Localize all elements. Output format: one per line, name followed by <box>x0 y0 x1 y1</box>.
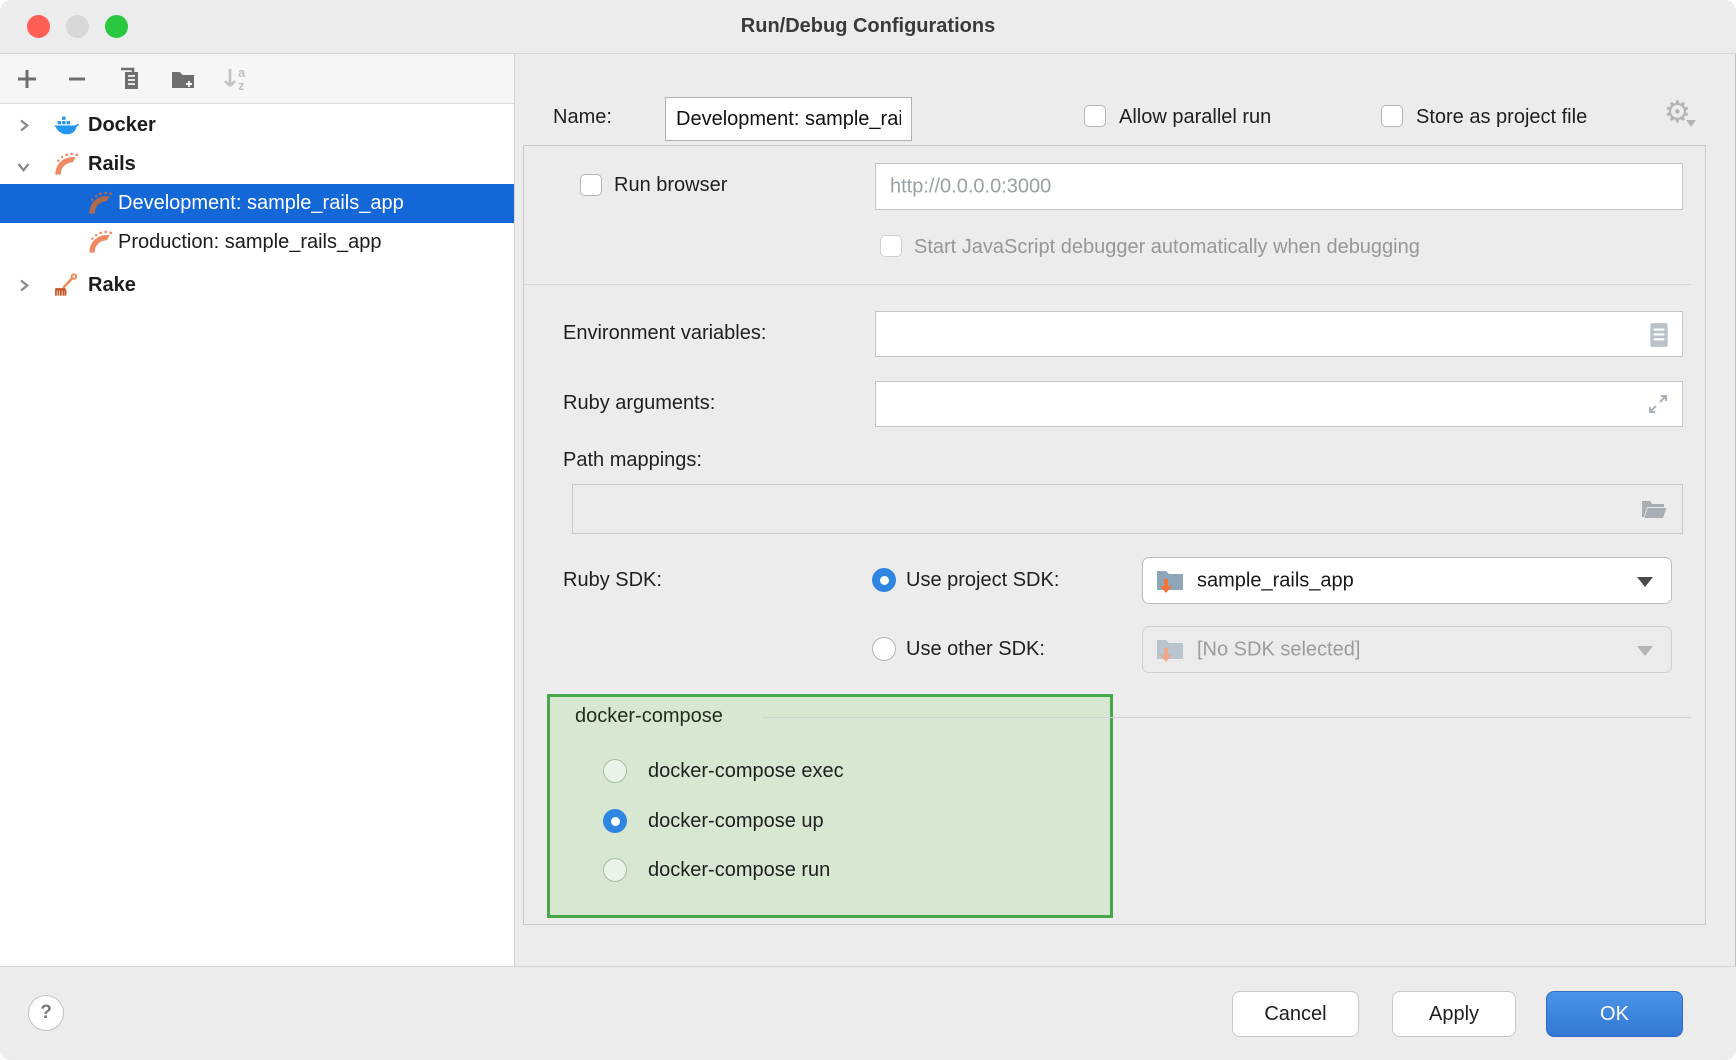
path-mappings-field[interactable] <box>572 484 1683 534</box>
dropdown-arrow-icon <box>1637 645 1653 656</box>
apply-button[interactable]: Apply <box>1392 991 1516 1037</box>
tree-item-rails[interactable]: Rails <box>0 145 514 184</box>
use-project-sdk-radio[interactable] <box>872 568 896 592</box>
rails-icon <box>52 151 79 178</box>
section-separator <box>524 284 1691 285</box>
start-js-debugger-checkbox[interactable] <box>880 235 902 257</box>
minimize-window-button[interactable] <box>66 15 89 38</box>
docker-compose-run-label: docker-compose run <box>648 859 831 881</box>
configurations-tree-panel: a z Docker Rails <box>0 54 515 994</box>
run-browser-label: Run browser <box>614 174 728 196</box>
title-bar: Run/Debug Configurations <box>0 0 1736 54</box>
other-sdk-dropdown[interactable]: [No SDK selected] <box>1142 626 1672 673</box>
sort-alphabetically-icon: a z <box>222 65 248 93</box>
chevron-right-icon[interactable] <box>16 118 31 133</box>
dropdown-arrow-icon <box>1637 576 1653 587</box>
new-folder-icon[interactable] <box>170 66 196 92</box>
dialog-title: Run/Debug Configurations <box>740 15 996 37</box>
docker-compose-section-line <box>762 717 1691 718</box>
environment-variables-field[interactable] <box>875 311 1683 357</box>
docker-compose-up-label: docker-compose up <box>648 810 824 832</box>
zoom-window-button[interactable] <box>105 15 128 38</box>
project-sdk-dropdown[interactable]: sample_rails_app <box>1142 557 1672 604</box>
rake-icon <box>52 272 79 299</box>
docker-compose-run-radio[interactable] <box>603 858 627 882</box>
tree-toolbar: a z <box>0 54 514 104</box>
use-other-sdk-radio[interactable] <box>872 637 896 661</box>
dialog-footer: ? Cancel Apply OK <box>0 966 1736 1060</box>
tree-item-rake[interactable]: Rake <box>0 266 514 305</box>
tree-item-production[interactable]: Production: sample_rails_app <box>0 223 514 262</box>
tree-item-label: Production: sample_rails_app <box>118 231 382 253</box>
tree-item-label: Docker <box>88 114 156 136</box>
tree-item-docker[interactable]: Docker <box>0 106 514 145</box>
run-browser-checkbox[interactable] <box>580 174 602 196</box>
add-configuration-icon[interactable] <box>14 66 40 92</box>
copy-configuration-icon[interactable] <box>117 66 143 92</box>
start-js-debugger-label: Start JavaScript debugger automatically … <box>914 236 1420 258</box>
settings-scroll-pane <box>523 145 1706 925</box>
name-input[interactable] <box>665 97 912 141</box>
use-project-sdk-label: Use project SDK: <box>906 569 1060 591</box>
tree-item-label: Rake <box>88 274 136 296</box>
sort-letter-z: z <box>238 78 245 93</box>
sort-letter-a: a <box>238 65 246 80</box>
ruby-arguments-label: Ruby arguments: <box>563 392 716 414</box>
browser-url-value: http://0.0.0.0:3000 <box>890 175 1052 197</box>
sdk-folder-icon <box>1155 567 1185 595</box>
allow-parallel-run-label: Allow parallel run <box>1119 106 1272 128</box>
tree-item-label: Development: sample_rails_app <box>118 192 404 214</box>
docker-compose-exec-radio[interactable] <box>603 759 627 783</box>
remove-configuration-icon[interactable] <box>64 66 90 92</box>
name-label: Name: <box>553 106 612 128</box>
tree-item-label: Rails <box>88 153 136 175</box>
ruby-sdk-label: Ruby SDK: <box>563 569 662 591</box>
edit-variables-list-icon[interactable] <box>1648 322 1670 348</box>
project-sdk-value: sample_rails_app <box>1197 569 1354 591</box>
path-mappings-label: Path mappings: <box>563 449 702 471</box>
ok-button[interactable]: OK <box>1546 991 1683 1037</box>
ruby-arguments-field[interactable] <box>875 381 1683 427</box>
sdk-folder-icon <box>1155 636 1185 664</box>
use-other-sdk-label: Use other SDK: <box>906 638 1045 660</box>
open-folder-icon[interactable] <box>1640 497 1668 521</box>
expand-field-icon[interactable] <box>1646 392 1670 416</box>
allow-parallel-run-checkbox[interactable] <box>1084 105 1106 127</box>
close-window-button[interactable] <box>27 15 50 38</box>
browser-url-field[interactable]: http://0.0.0.0:3000 <box>875 163 1683 210</box>
rails-config-icon <box>86 190 113 217</box>
help-button[interactable]: ? <box>28 995 64 1031</box>
docker-compose-up-radio[interactable] <box>603 809 627 833</box>
store-options-gear-icon[interactable]: ⚙ <box>1664 98 1696 128</box>
cancel-button[interactable]: Cancel <box>1232 991 1359 1037</box>
environment-variables-label: Environment variables: <box>563 322 767 344</box>
tree-item-development-selected[interactable]: Development: sample_rails_app <box>0 184 514 223</box>
store-as-project-file-label: Store as project file <box>1416 106 1588 128</box>
docker-compose-exec-label: docker-compose exec <box>648 760 844 782</box>
other-sdk-value: [No SDK selected] <box>1197 638 1361 660</box>
chevron-right-icon[interactable] <box>16 278 31 293</box>
gear-dropdown-arrow-icon <box>1686 120 1696 127</box>
docker-compose-section-title: docker-compose <box>575 705 723 727</box>
docker-icon <box>52 112 79 139</box>
docker-compose-highlight-box <box>547 694 1113 918</box>
chevron-down-icon[interactable] <box>16 159 31 174</box>
rails-config-icon <box>86 229 113 256</box>
store-as-project-file-checkbox[interactable] <box>1381 105 1403 127</box>
